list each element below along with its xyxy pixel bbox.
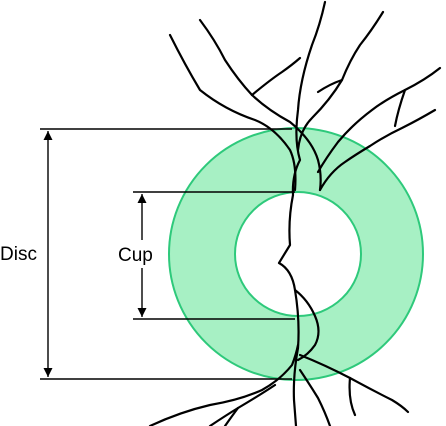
vessel-lower-right	[298, 353, 410, 414]
cup-label: Cup	[118, 245, 153, 266]
disc-ring	[167, 127, 425, 381]
disc-label: Disc	[0, 244, 37, 265]
vessel-upper-mid	[198, 18, 322, 192]
cup-label-bg	[118, 240, 160, 268]
vessel-trunk	[277, 0, 327, 426]
vessel-branch-c	[393, 88, 407, 128]
vessel-upper-left	[168, 33, 297, 192]
vessel-branch-a	[250, 56, 302, 97]
vessel-right-far	[316, 66, 442, 174]
vessel-lower-left-2	[208, 383, 277, 426]
vessel-branch-d	[223, 406, 240, 426]
vessel-branch-e	[348, 376, 357, 417]
vessel-right-mid	[318, 108, 437, 192]
blood-vessels	[148, 0, 442, 426]
vessel-lower-mid	[298, 368, 332, 426]
vessel-branch-b	[316, 78, 344, 94]
vessel-lower-inner	[293, 288, 320, 362]
disc-label-bg	[0, 238, 44, 268]
vessel-lower-left	[148, 343, 300, 426]
